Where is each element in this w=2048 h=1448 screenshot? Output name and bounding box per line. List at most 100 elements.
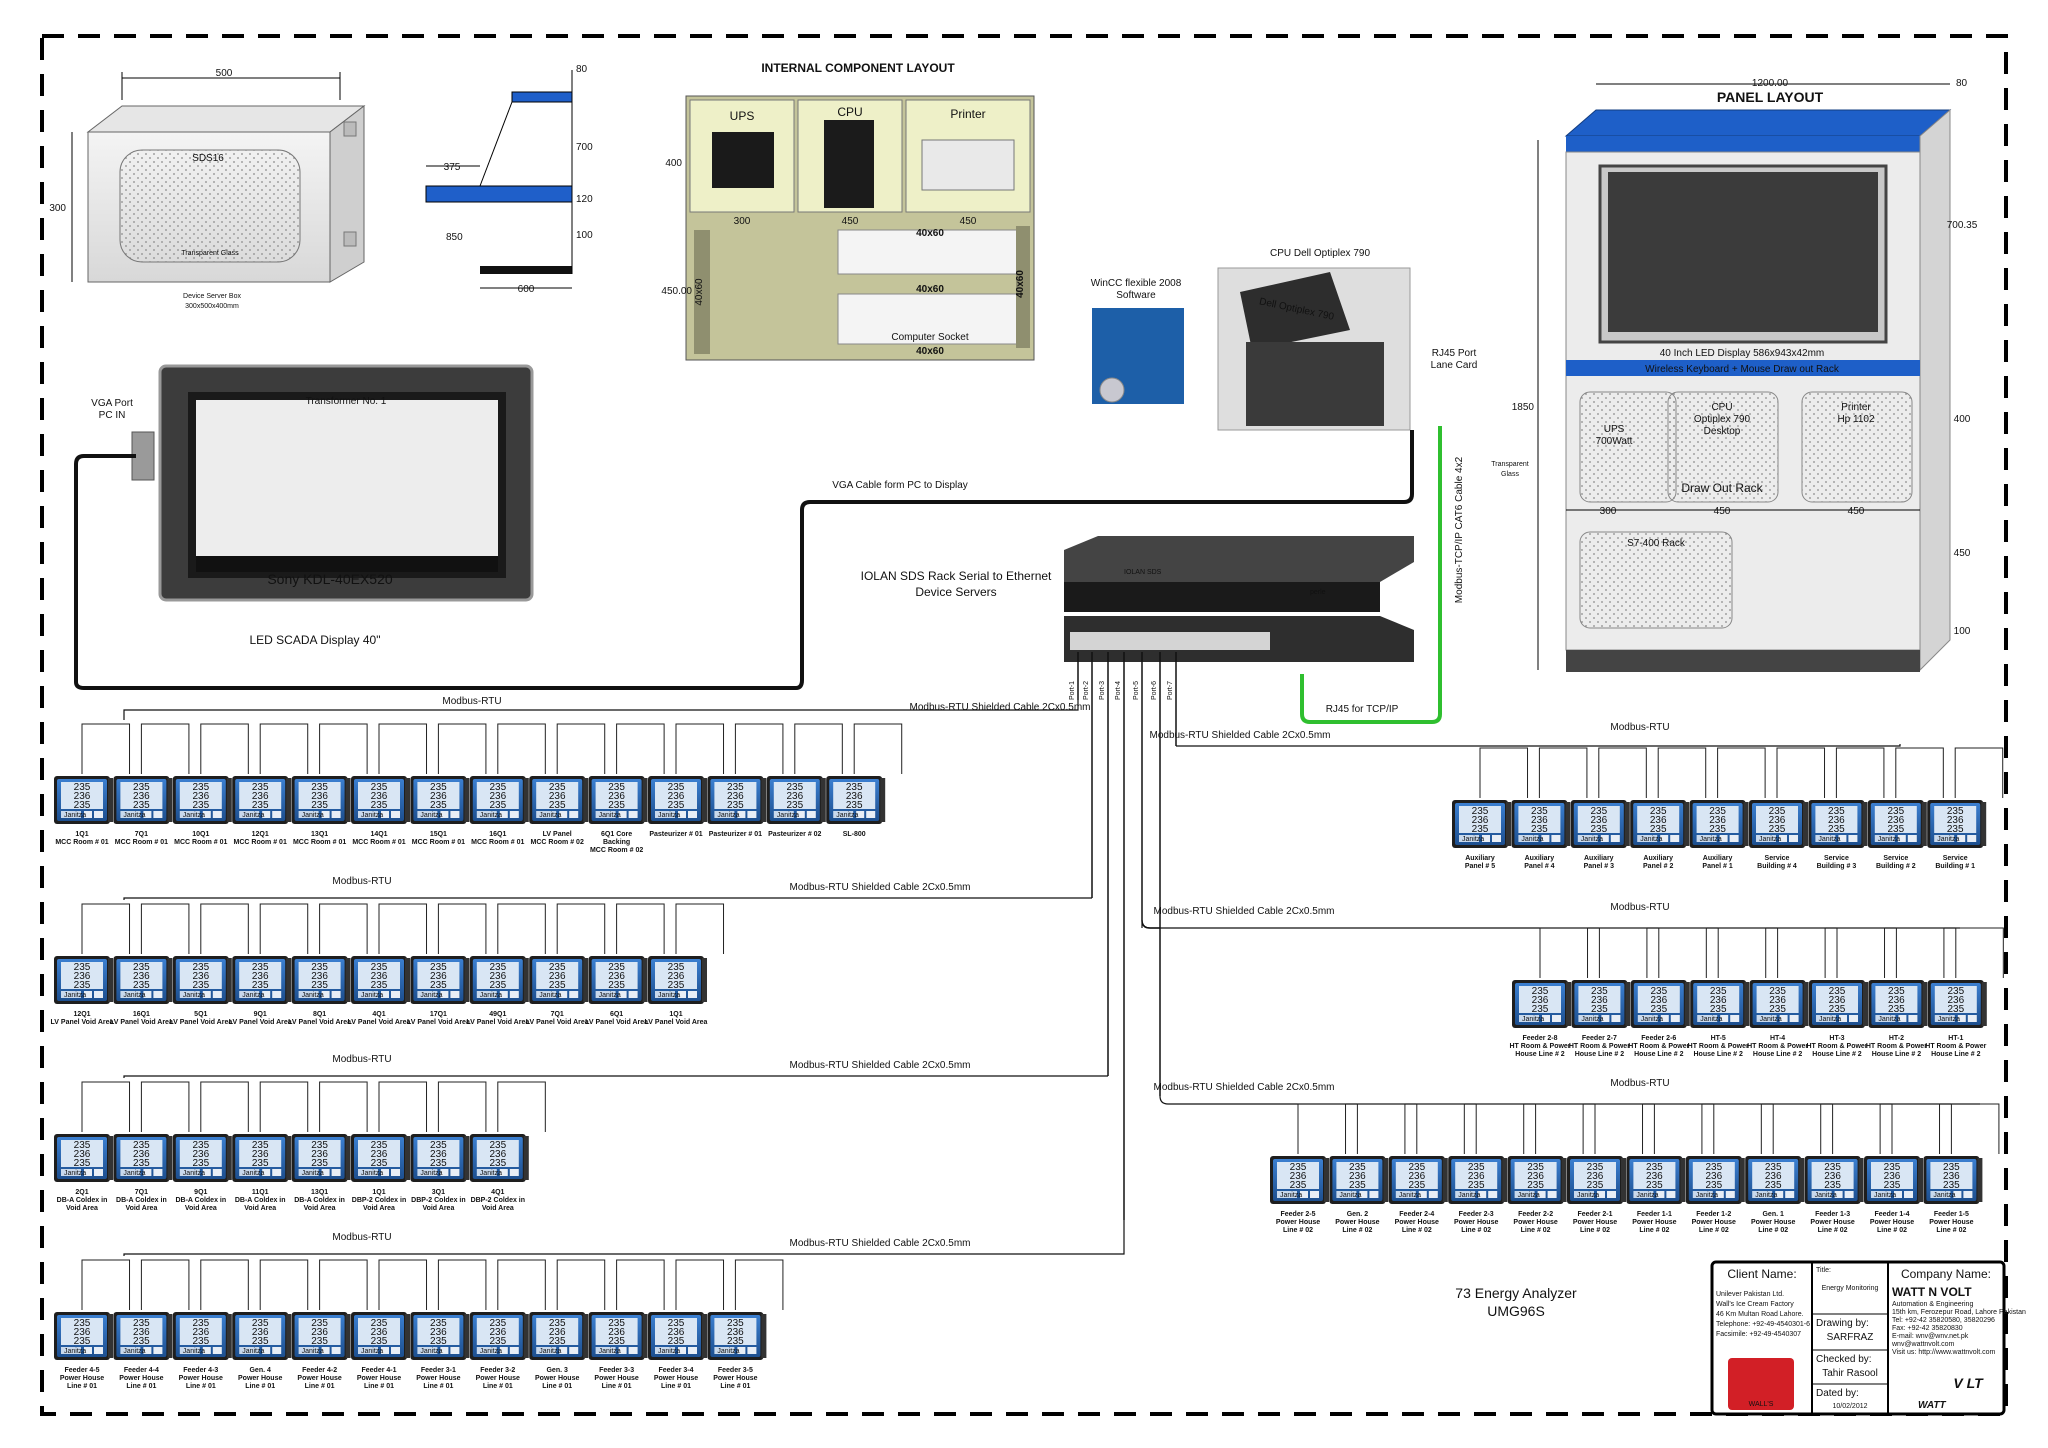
- meter-label: Line # 02: [1818, 1227, 1848, 1234]
- box-glass-label: Transparent Glass: [181, 250, 239, 257]
- panel-dim-400: 400: [1954, 414, 1971, 425]
- meter-label: HT Room & Power: [1569, 1043, 1630, 1050]
- meter-reading: 235: [489, 1318, 506, 1329]
- meter-reading: 235: [1650, 824, 1667, 835]
- meter-reading: 235: [1587, 1162, 1604, 1173]
- meter-label: Gen. 1: [1762, 1211, 1784, 1218]
- meter-brand: Janitza: [1636, 1192, 1658, 1199]
- meter-reading: 235: [252, 1140, 269, 1151]
- meter-reading: 235: [846, 782, 863, 793]
- internal-dim-40x60-c: 40x60: [916, 284, 944, 295]
- cable-label: Modbus-RTU Shielded Cable 2Cx0.5mm: [789, 1060, 970, 1071]
- meter-label: MCC Room # 01: [174, 839, 227, 846]
- meter-reading: 235: [74, 1158, 91, 1169]
- meter-wire: [1356, 1103, 1406, 1154]
- meter-label: Auxiliary: [1525, 855, 1555, 862]
- meter-label: Panel # 5: [1465, 863, 1495, 870]
- meter-reading: 236: [1947, 995, 1964, 1006]
- vga-port-line1: VGA Port: [91, 398, 133, 409]
- meter-label: Line # 02: [1283, 1227, 1313, 1234]
- meter-brand: Janitza: [1874, 1192, 1896, 1199]
- meter-label: DB-A Coldex in: [294, 1197, 345, 1204]
- printer-unit: [921, 139, 1015, 191]
- meter-label: Panel # 2: [1643, 863, 1673, 870]
- panel-dim-450: 450: [1954, 548, 1971, 559]
- meter-brand: Janitza: [599, 992, 621, 999]
- meter-row-left_rows-1: Modbus-RTU Modbus-RTU Shielded Cable 2Cx0…: [51, 876, 1092, 1026]
- meter-label: Power House: [119, 1375, 163, 1382]
- meter-label: 3Q1: [432, 1189, 445, 1196]
- meter-reading: 236: [1828, 815, 1845, 826]
- client-line4: Telephone: +92-49-4540301-6: [1716, 1321, 1810, 1328]
- meter-label: Power House: [1573, 1219, 1617, 1226]
- meter-label: MCC Room # 01: [293, 839, 346, 846]
- panel-dim-300: 300: [1600, 506, 1617, 517]
- meter-reading: 235: [489, 1140, 506, 1151]
- meter-reading: 235: [1824, 1180, 1841, 1191]
- meter-reading: 235: [252, 782, 269, 793]
- meter-reading: 235: [1532, 986, 1549, 997]
- meter-reading: 236: [1408, 1171, 1425, 1182]
- meter-reading: 236: [1587, 1171, 1604, 1182]
- meter-label: LV Panel Void Area: [466, 1019, 529, 1026]
- drawn-heading: Drawing by:: [1816, 1318, 1869, 1329]
- internal-cpu-label: CPU: [837, 105, 862, 119]
- panel-rack-label: Wireless Keyboard + Mouse Draw out Rack: [1645, 364, 1840, 375]
- meter-reading: 235: [786, 782, 803, 793]
- meter-reading: 235: [311, 962, 328, 973]
- cable-label: Modbus-RTU Shielded Cable 2Cx0.5mm: [1153, 1082, 1334, 1093]
- meter-label: Line # 01: [186, 1383, 216, 1390]
- section-dim-850: 850: [446, 232, 463, 243]
- cable-label: Modbus-RTU Shielded Cable 2Cx0.5mm: [789, 882, 970, 893]
- meter-reading: 236: [371, 971, 388, 982]
- meter-label: 7Q1: [135, 1189, 148, 1196]
- meter-wire: [1538, 747, 1588, 798]
- meter-label: DB-A Coldex in: [175, 1197, 226, 1204]
- meter-wire: [259, 1259, 309, 1310]
- meter-reading: 236: [608, 1327, 625, 1338]
- meter-reading: 235: [608, 1318, 625, 1329]
- meter-reading: 235: [1590, 824, 1607, 835]
- meter-wire: [1653, 1103, 1703, 1154]
- meter-label: Service: [1824, 855, 1849, 862]
- internal-ups-label: UPS: [730, 109, 755, 123]
- meter-wire: [140, 903, 190, 954]
- meter-brand: Janitza: [717, 812, 739, 819]
- meter-reading: 235: [430, 1336, 447, 1347]
- internal-dim-300: 300: [734, 216, 751, 227]
- meter-reading: 236: [1646, 1171, 1663, 1182]
- internal-dim-400: 400: [665, 158, 682, 169]
- meter-reading: 235: [1947, 986, 1964, 997]
- meter-reading: 236: [1887, 815, 1904, 826]
- meter-brand: Janitza: [539, 1348, 561, 1355]
- meter-wire: [81, 1259, 131, 1310]
- rj45-lane-line2: Lane Card: [1431, 360, 1478, 371]
- meter-reading: 235: [74, 1318, 91, 1329]
- meter-label: Void Area: [482, 1205, 514, 1212]
- meter-reading: 235: [1587, 1180, 1604, 1191]
- meter-label: Feeder 1-2: [1696, 1211, 1731, 1218]
- meter-brand: Janitza: [183, 992, 205, 999]
- meter-label: Line # 02: [1936, 1227, 1966, 1234]
- rj45-lane-line1: RJ45 Port: [1432, 348, 1477, 359]
- meter-reading: 235: [74, 782, 91, 793]
- meter-wire: [437, 1259, 487, 1310]
- bus-line: [123, 897, 1092, 900]
- meter-reading: 235: [311, 782, 328, 793]
- meter-reading: 236: [252, 1149, 269, 1160]
- meter-reading: 235: [1709, 824, 1726, 835]
- meter-reading: 235: [727, 800, 744, 811]
- meter-brand: Janitza: [1815, 1192, 1837, 1199]
- modbus-rtu-label: Modbus-RTU: [332, 876, 391, 887]
- meter-label: Auxiliary: [1703, 855, 1733, 862]
- meter-reading: 235: [371, 800, 388, 811]
- meter-label: 1Q1: [669, 1011, 682, 1018]
- dated-value: 10/02/2012: [1832, 1403, 1867, 1410]
- iolan-brand: IOLAN SDS: [1124, 569, 1162, 576]
- section-dim-120: 120: [576, 194, 593, 205]
- vga-cable-label: VGA Cable form PC to Display: [832, 480, 968, 491]
- meter-label: Gen. 4: [249, 1367, 271, 1374]
- summary-line1: 73 Energy Analyzer: [1455, 1285, 1577, 1301]
